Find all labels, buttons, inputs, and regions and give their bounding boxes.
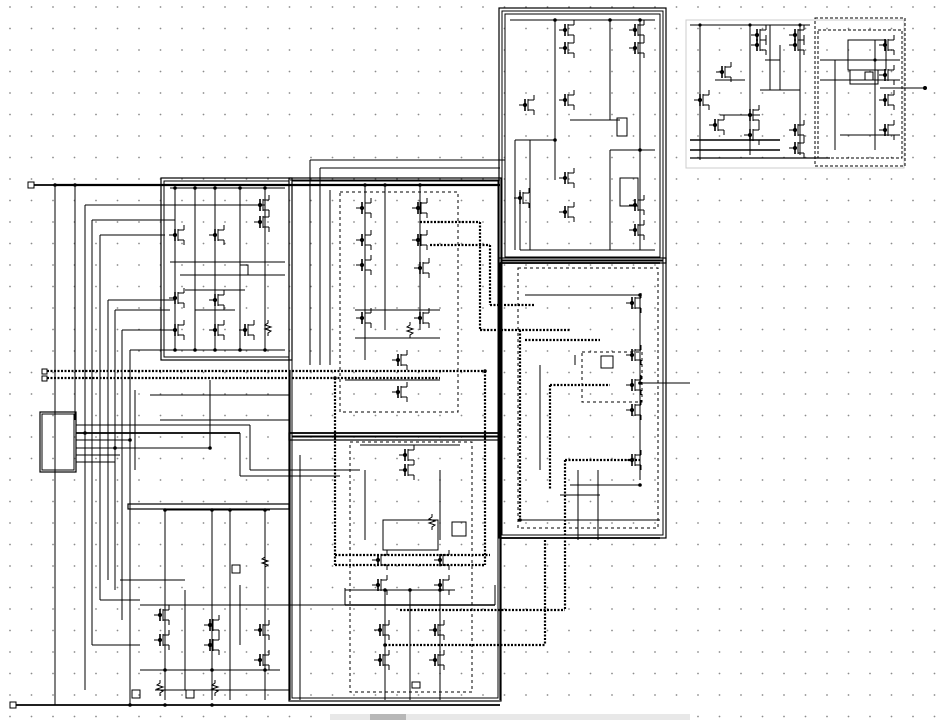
latch-block-2[interactable] (127, 503, 346, 700)
bias-block-top[interactable] (498, 7, 667, 264)
status-bar-thumb[interactable] (370, 714, 406, 720)
amplifier-block-lower[interactable] (250, 432, 565, 702)
interconnect-wires (55, 175, 660, 700)
junction-dots (53, 18, 877, 707)
status-bar-strip (330, 714, 690, 720)
clock-bus-lines[interactable] (41, 368, 487, 567)
output-stage-block[interactable] (498, 257, 690, 610)
input-port-bottom[interactable] (9, 701, 500, 709)
overview-thumbnail[interactable] (685, 17, 927, 169)
control-block[interactable] (39, 411, 250, 473)
